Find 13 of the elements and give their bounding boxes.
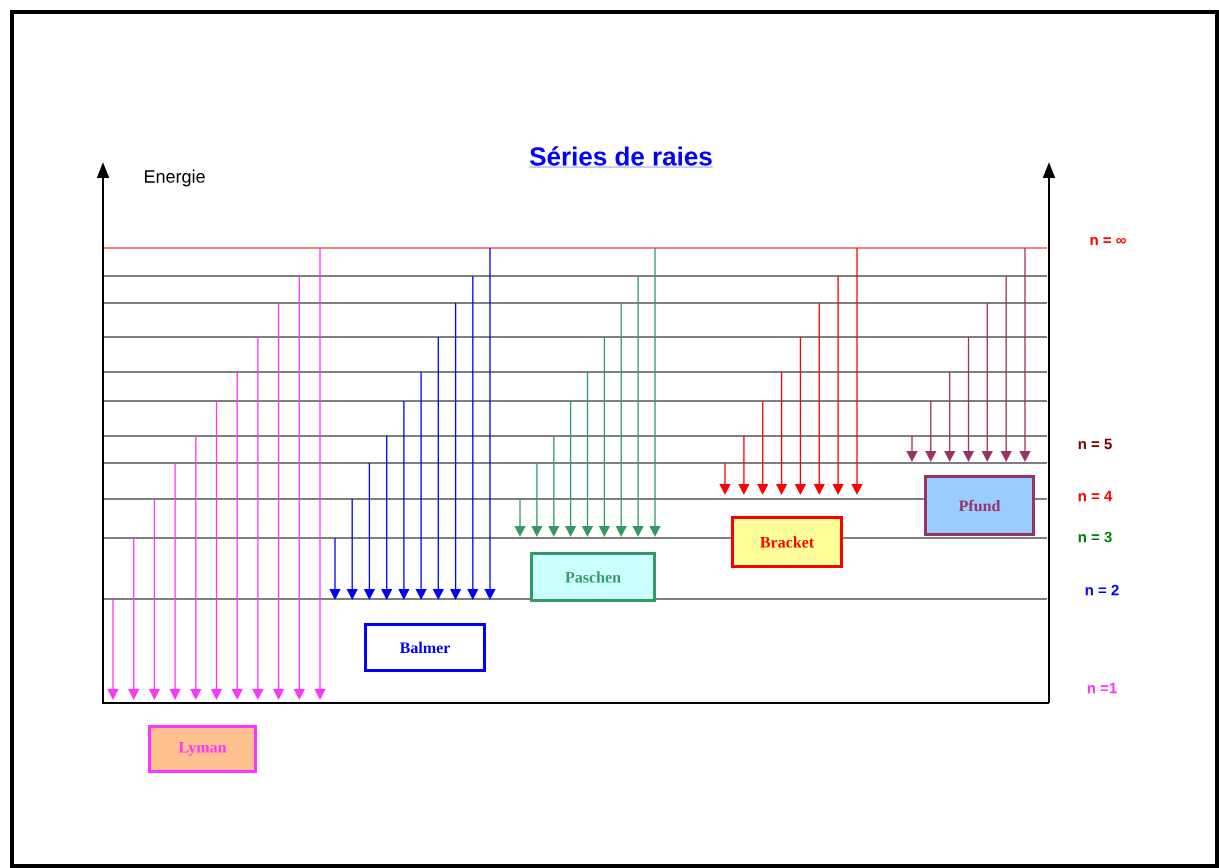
level-label: n = ∞ bbox=[1090, 236, 1126, 246]
series-box: Paschen bbox=[530, 552, 656, 602]
axis-label: Energie bbox=[145, 169, 205, 187]
level-label: n = 5 bbox=[1078, 438, 1112, 450]
series-box: Bracket bbox=[731, 516, 843, 568]
title: Séries de raies bbox=[529, 146, 713, 168]
series-box: Pfund bbox=[924, 475, 1035, 536]
level-label: n =1 bbox=[1087, 682, 1117, 694]
level-label: n = 3 bbox=[1078, 531, 1112, 543]
series-box: Lyman bbox=[148, 725, 257, 773]
level-label: n = 4 bbox=[1078, 490, 1113, 502]
series-box: Balmer bbox=[364, 623, 486, 672]
level-label: n = 2 bbox=[1085, 584, 1119, 596]
